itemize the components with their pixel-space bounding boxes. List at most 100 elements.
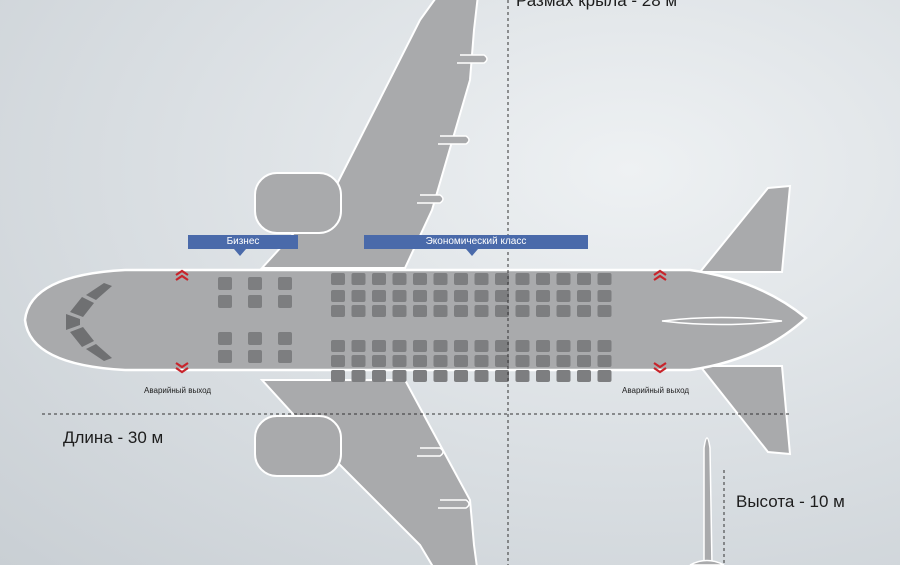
business-seat	[278, 277, 292, 290]
upper-engine	[254, 172, 342, 234]
economy-seat	[597, 370, 612, 382]
upper-wing-fence	[438, 135, 470, 145]
economy-seat	[597, 355, 612, 367]
economy-seat	[392, 273, 407, 285]
economy-seat	[433, 355, 448, 367]
economy-seat	[392, 340, 407, 352]
economy-seat	[515, 340, 530, 352]
economy-seat	[413, 290, 427, 302]
business-seat	[278, 332, 292, 345]
economy-seat	[536, 273, 550, 285]
economy-seat	[536, 355, 550, 367]
business-class-tag: Бизнес	[188, 235, 298, 256]
economy-seat	[372, 340, 386, 352]
economy-seat	[495, 305, 509, 317]
economy-seat	[454, 273, 468, 285]
upper-wing-fence	[417, 194, 444, 204]
business-seat	[248, 332, 262, 345]
economy-seat	[577, 340, 591, 352]
economy-seat	[413, 273, 427, 285]
exit-chevron	[175, 367, 189, 374]
business-seat	[278, 350, 292, 363]
exit-chevron	[175, 269, 189, 276]
economy-seat	[433, 290, 448, 302]
economy-seat	[433, 305, 448, 317]
business-seat	[218, 350, 232, 363]
economy-class-tag: Экономический класс	[364, 235, 588, 256]
economy-seat	[474, 355, 489, 367]
economy-seat	[433, 273, 448, 285]
lower-wing-fence	[438, 499, 470, 509]
economy-seat	[495, 290, 509, 302]
economy-seat	[474, 305, 489, 317]
economy-seat	[351, 290, 366, 302]
economy-seat	[433, 370, 448, 382]
economy-seat	[536, 340, 550, 352]
wingspan-label: Размах крыла - 28 м	[516, 0, 678, 10]
economy-seat	[597, 305, 612, 317]
height-label: Высота - 10 м	[736, 492, 845, 511]
economy-seat	[351, 340, 366, 352]
economy-seat	[556, 290, 571, 302]
economy-seat	[372, 370, 386, 382]
side-view-stabilizer	[689, 559, 725, 565]
upper-wing-fence	[457, 54, 488, 64]
economy-seat	[474, 370, 489, 382]
length-label: Длина - 30 м	[63, 428, 164, 447]
economy-seat	[556, 273, 571, 285]
economy-seat	[474, 290, 489, 302]
economy-seat	[495, 355, 509, 367]
business-seat	[218, 277, 232, 290]
economy-seat	[392, 355, 407, 367]
side-view-fin	[703, 437, 713, 565]
economy-seat	[392, 370, 407, 382]
economy-seat	[515, 273, 530, 285]
economy-seat	[392, 305, 407, 317]
economy-seat	[495, 340, 509, 352]
economy-seat	[454, 355, 468, 367]
economy-seat	[474, 273, 489, 285]
economy-seat	[454, 340, 468, 352]
economy-seat	[454, 290, 468, 302]
economy-seat	[413, 370, 427, 382]
business-seat	[218, 295, 232, 308]
economy-seat	[392, 290, 407, 302]
economy-seat	[536, 290, 550, 302]
exit-chevron	[653, 269, 667, 276]
economy-seat	[577, 355, 591, 367]
tail-fin	[661, 316, 783, 326]
economy-seat	[474, 340, 489, 352]
economy-seat	[331, 340, 345, 352]
lower-stabilizer	[697, 365, 792, 456]
lower-wing-fence	[417, 447, 444, 457]
economy-seat	[331, 273, 345, 285]
emergency-exit-label-front: Аварийный выход	[144, 386, 212, 395]
economy-seat	[351, 305, 366, 317]
economy-seat	[454, 370, 468, 382]
economy-seat	[577, 305, 591, 317]
economy-seat	[577, 290, 591, 302]
economy-seat	[351, 370, 366, 382]
economy-seat	[556, 305, 571, 317]
economy-seat	[515, 370, 530, 382]
economy-seat	[556, 340, 571, 352]
economy-seat	[331, 370, 345, 382]
economy-seat	[597, 273, 612, 285]
economy-seat	[351, 355, 366, 367]
exit-markers	[175, 269, 667, 374]
upper-stabilizer	[697, 184, 792, 273]
economy-seat	[515, 355, 530, 367]
business-seat	[278, 295, 292, 308]
economy-seat	[515, 290, 530, 302]
business-seat	[218, 332, 232, 345]
economy-seat	[372, 305, 386, 317]
economy-seat	[556, 355, 571, 367]
economy-seat	[454, 305, 468, 317]
lower-engine	[254, 415, 342, 477]
economy-seat	[372, 290, 386, 302]
economy-seat	[372, 273, 386, 285]
business-seat	[248, 277, 262, 290]
exit-chevron	[653, 367, 667, 374]
economy-seat	[413, 355, 427, 367]
